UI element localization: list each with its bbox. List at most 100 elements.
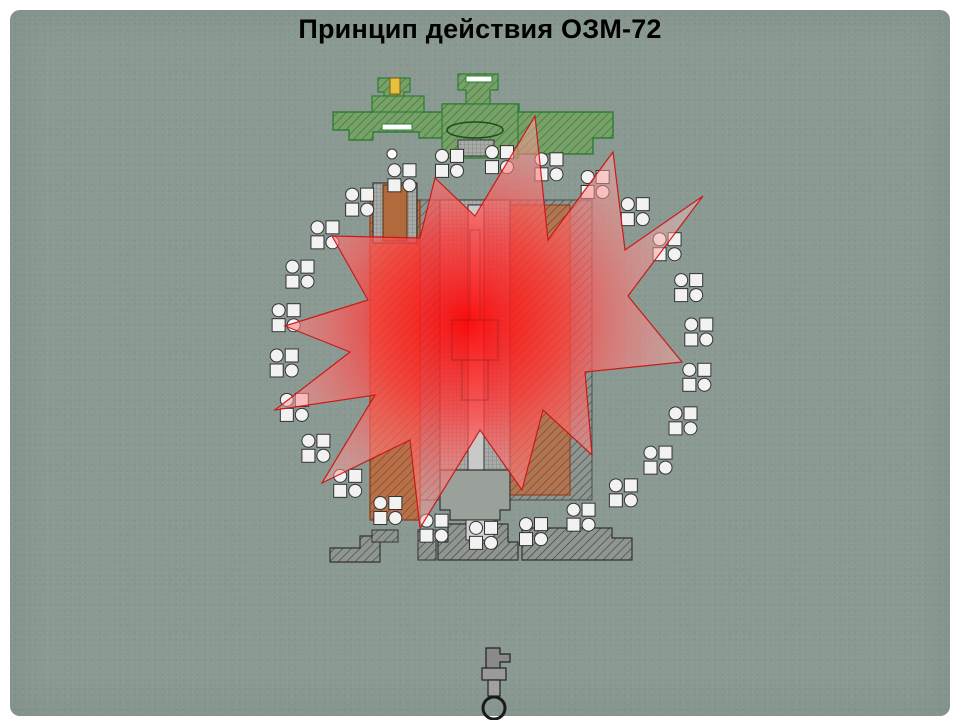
- ball-cluster: [566, 502, 596, 532]
- steel-ball: [402, 163, 417, 178]
- steel-ball: [269, 348, 284, 363]
- steel-ball: [697, 377, 712, 392]
- steel-ball: [674, 288, 689, 303]
- steel-ball: [269, 363, 284, 378]
- steel-ball: [310, 235, 325, 250]
- steel-ball: [620, 197, 635, 212]
- steel-ball: [689, 288, 704, 303]
- ball-cluster: [674, 273, 704, 303]
- steel-ball: [667, 247, 682, 262]
- steel-ball: [581, 502, 596, 517]
- steel-ball: [284, 363, 299, 378]
- steel-ball: [684, 332, 699, 347]
- steel-ball: [674, 273, 689, 288]
- ball-cluster: [285, 259, 315, 289]
- ball-cluster: [301, 433, 331, 463]
- steel-ball: [419, 528, 434, 543]
- steel-ball: [434, 148, 449, 163]
- steel-ball: [360, 202, 375, 217]
- steel-ball: [635, 197, 650, 212]
- steel-ball: [373, 495, 388, 510]
- steel-ball: [348, 468, 363, 483]
- steel-ball: [697, 362, 712, 377]
- steel-ball: [294, 407, 309, 422]
- steel-ball: [316, 433, 331, 448]
- steel-ball: [658, 460, 673, 475]
- ball-cluster: [682, 362, 712, 392]
- ball-cluster: [345, 187, 375, 217]
- steel-ball: [279, 407, 294, 422]
- steel-ball: [484, 520, 499, 535]
- steel-ball: [286, 303, 301, 318]
- steel-ball: [658, 445, 673, 460]
- steel-ball: [387, 163, 402, 178]
- steel-ball: [684, 317, 699, 332]
- steel-ball: [484, 535, 499, 550]
- steel-ball: [271, 303, 286, 318]
- steel-ball: [699, 332, 714, 347]
- steel-ball: [534, 517, 549, 532]
- steel-ball: [434, 528, 449, 543]
- steel-ball: [689, 273, 704, 288]
- steel-ball: [284, 348, 299, 363]
- steel-ball: [682, 377, 697, 392]
- steel-ball: [345, 187, 360, 202]
- steel-ball: [325, 220, 340, 235]
- steel-ball: [549, 167, 564, 182]
- steel-ball: [360, 187, 375, 202]
- steel-ball: [388, 510, 403, 525]
- steel-ball: [623, 478, 638, 493]
- ball-cluster: [684, 317, 714, 347]
- steel-ball: [608, 493, 623, 508]
- steel-ball: [643, 445, 658, 460]
- ball-cluster: [310, 220, 340, 250]
- steel-ball: [534, 532, 549, 547]
- steel-ball: [434, 513, 449, 528]
- steel-ball: [668, 421, 683, 436]
- steel-ball: [300, 274, 315, 289]
- steel-ball: [345, 202, 360, 217]
- steel-ball: [484, 160, 499, 175]
- ball-cluster: [269, 348, 299, 378]
- steel-ball: [623, 493, 638, 508]
- ball-cluster: [434, 148, 464, 178]
- steel-ball: [348, 483, 363, 498]
- steel-ball: [333, 483, 348, 498]
- steel-ball: [301, 433, 316, 448]
- steel-ball: [519, 532, 534, 547]
- steel-ball: [683, 421, 698, 436]
- steel-ball: [285, 259, 300, 274]
- ball-cluster: [668, 406, 698, 436]
- steel-ball: [387, 178, 402, 193]
- slide-title: Принцип действия ОЗМ-72: [298, 14, 662, 44]
- fuse-assembly: [332, 73, 614, 160]
- steel-ball: [566, 517, 581, 532]
- steel-ball: [620, 212, 635, 227]
- steel-ball: [434, 163, 449, 178]
- steel-ball: [682, 362, 697, 377]
- steel-ball: [388, 495, 403, 510]
- ball-cluster: [387, 163, 417, 193]
- ball-cluster: [608, 478, 638, 508]
- steel-ball: [549, 152, 564, 167]
- ball-cluster: [469, 520, 499, 550]
- steel-ball: [668, 406, 683, 421]
- steel-ball: [373, 510, 388, 525]
- ball-cluster: [519, 517, 549, 547]
- steel-ball: [635, 212, 650, 227]
- steel-ball: [469, 520, 484, 535]
- pin-hole: [386, 148, 398, 160]
- steel-ball: [316, 448, 331, 463]
- steel-ball: [608, 478, 623, 493]
- ball-cluster: [643, 445, 673, 475]
- steel-ball: [469, 535, 484, 550]
- steel-ball: [285, 274, 300, 289]
- tripwire-pull-ring: [481, 647, 511, 720]
- steel-ball: [581, 517, 596, 532]
- steel-ball: [301, 448, 316, 463]
- steel-ball: [683, 406, 698, 421]
- steel-ball: [643, 460, 658, 475]
- steel-ball: [484, 145, 499, 160]
- steel-ball: [519, 517, 534, 532]
- steel-ball: [449, 163, 464, 178]
